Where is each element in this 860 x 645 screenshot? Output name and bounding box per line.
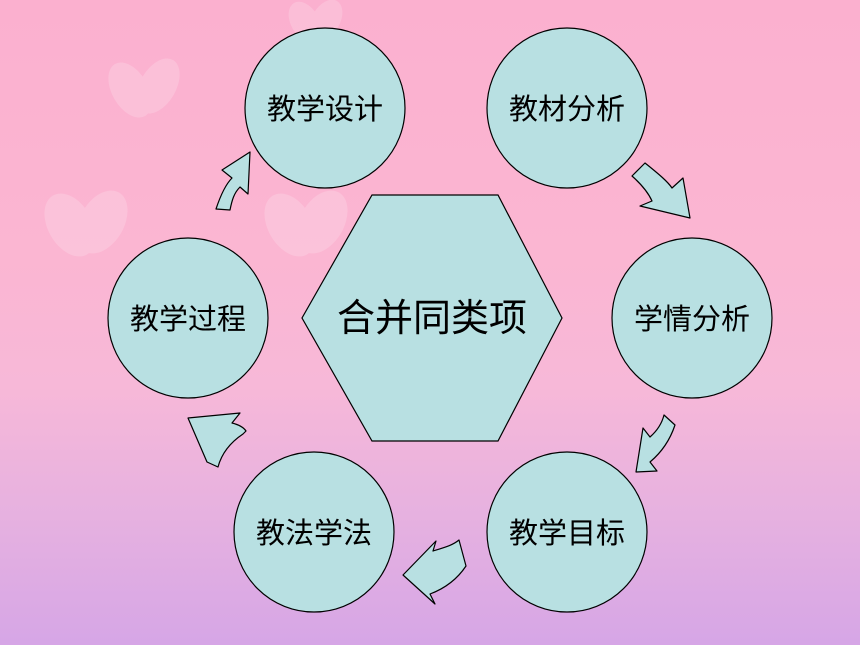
node-jiaofa-xuefa: 教法学法 [233, 451, 395, 613]
node-jiaoxue-mubiao: 教学目标 [486, 451, 648, 613]
node-label: 教材分析 [509, 92, 625, 126]
arrow-down-icon [635, 414, 676, 473]
center-label: 合并同类项 [337, 296, 527, 340]
node-label: 教学设计 [267, 92, 383, 126]
node-label: 教学目标 [509, 516, 625, 550]
arrow-right-icon [631, 162, 691, 219]
node-label: 教法学法 [256, 516, 372, 550]
arrow-left-icon [402, 539, 467, 605]
center-hexagon [301, 194, 563, 442]
node-jiaocai-fenxi: 教材分析 [486, 27, 648, 189]
node-label: 教学过程 [130, 302, 246, 336]
arrow-up-right-icon [215, 151, 251, 211]
node-jiaoxue-sheji: 教学设计 [244, 27, 406, 189]
node-xueqing-fenxi: 学情分析 [611, 237, 773, 399]
arrow-up-icon [187, 412, 247, 468]
node-jiaoxue-guocheng: 教学过程 [107, 237, 269, 399]
node-label: 学情分析 [634, 302, 750, 336]
